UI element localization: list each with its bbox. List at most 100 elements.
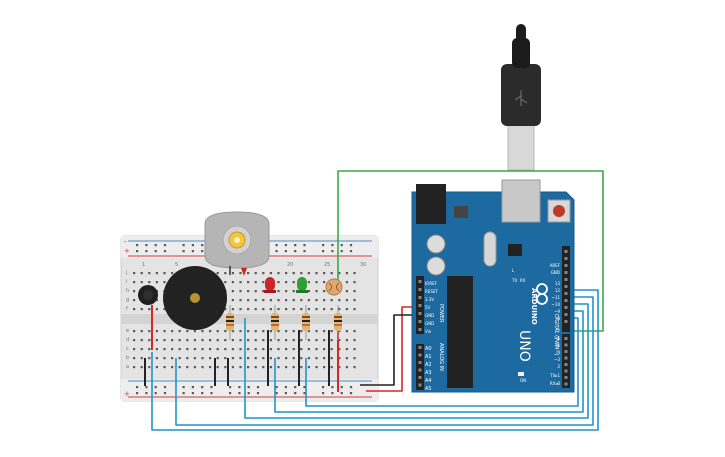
breadboard-hole xyxy=(292,366,295,369)
header-pin[interactable] xyxy=(564,343,568,347)
breadboard-hole xyxy=(148,357,151,360)
reset-button-cap[interactable] xyxy=(553,205,565,217)
header-pin[interactable] xyxy=(418,296,422,299)
pin-label: ~11 xyxy=(552,295,561,300)
header-pin[interactable] xyxy=(564,382,568,386)
breadboard-hole xyxy=(163,272,166,275)
breadboard-hole xyxy=(285,290,288,293)
breadboard-hole xyxy=(269,308,272,311)
header-pin[interactable] xyxy=(564,257,568,260)
header-pin[interactable] xyxy=(418,346,422,349)
header-pin[interactable] xyxy=(564,299,568,302)
header-pin[interactable] xyxy=(564,313,568,316)
breadboard-hole xyxy=(353,348,356,351)
buzzer-center xyxy=(190,293,200,303)
breadboard-hole xyxy=(163,339,166,342)
header-pin[interactable] xyxy=(564,337,568,340)
rail-hole xyxy=(163,244,167,247)
breadboard-hole xyxy=(193,339,196,342)
breadboard-hole xyxy=(247,272,250,275)
breadboard-hole xyxy=(269,357,272,360)
breadboard-hole xyxy=(353,272,356,275)
breadboard-hole xyxy=(155,281,158,284)
breadboard-hole xyxy=(307,339,310,342)
header-pin[interactable] xyxy=(418,288,422,291)
header-pin[interactable] xyxy=(564,292,568,295)
breadboard-hole xyxy=(224,339,227,342)
header-pin[interactable] xyxy=(418,361,422,364)
pin-label: 7 xyxy=(557,329,560,334)
header-pin[interactable] xyxy=(564,320,568,323)
breadboard-hole xyxy=(231,348,234,351)
rail-hole xyxy=(294,386,297,389)
breadboard-hole xyxy=(201,357,204,360)
breadboard-hole xyxy=(277,290,280,293)
breadboard-hole xyxy=(239,366,242,369)
rail-hole xyxy=(145,386,148,389)
header-pin[interactable] xyxy=(418,280,422,283)
rail-hole xyxy=(154,386,157,389)
header-pin[interactable] xyxy=(418,353,422,357)
breadboard-hole xyxy=(155,339,158,342)
breadboard-hole xyxy=(186,366,189,369)
rail-hole xyxy=(191,250,194,253)
breadboard-hole xyxy=(171,272,174,275)
header-pin[interactable] xyxy=(564,271,568,274)
motor-lead-red xyxy=(241,268,247,276)
breadboard-hole xyxy=(155,357,158,360)
header-pin[interactable] xyxy=(564,285,568,288)
header-pin[interactable] xyxy=(564,264,568,267)
breadboard-hole xyxy=(300,330,303,333)
header-pin[interactable] xyxy=(564,356,568,360)
breadboard-hole xyxy=(323,366,326,369)
breadboard-hole xyxy=(262,290,265,293)
breadboard-hole xyxy=(315,299,318,302)
breadboard-hole xyxy=(353,366,356,369)
breadboard-hole xyxy=(285,357,288,360)
rail-hole xyxy=(238,392,241,395)
power-pin-labels: IOREF RESET 3.3V 5V GND GND Vin xyxy=(425,281,438,334)
breadboard-hole xyxy=(148,272,151,275)
pin-label: 8 xyxy=(557,316,560,321)
led-label: RX xyxy=(520,278,526,283)
breadboard-hole xyxy=(140,272,143,275)
digital-header-top xyxy=(562,246,570,332)
row-label: i xyxy=(126,279,127,285)
breadboard-hole xyxy=(254,330,257,333)
header-pin[interactable] xyxy=(418,368,422,372)
breadboard-hole xyxy=(133,357,136,360)
header-pin[interactable] xyxy=(418,320,422,323)
rail-hole xyxy=(331,392,334,395)
header-pin[interactable] xyxy=(418,376,422,379)
pin-label: A3 xyxy=(425,370,432,376)
header-pin[interactable] xyxy=(418,328,422,331)
header-pin[interactable] xyxy=(564,306,568,309)
header-pin[interactable] xyxy=(564,250,568,253)
breadboard-hole xyxy=(300,366,303,369)
breadboard-hole xyxy=(269,366,272,369)
breadboard-hole xyxy=(193,357,196,360)
breadboard-hole xyxy=(231,366,234,369)
header-pin[interactable] xyxy=(564,278,568,281)
analog-header xyxy=(416,344,424,390)
header-pin[interactable] xyxy=(418,304,422,307)
breadboard-hole xyxy=(323,281,326,284)
breadboard-hole xyxy=(163,357,166,360)
usb-chip xyxy=(508,244,522,256)
bottom-power-rail xyxy=(121,379,378,401)
header-pin[interactable] xyxy=(564,376,568,379)
pin-label: GND xyxy=(425,321,434,326)
analog-pin-labels: A0 A1 A2 A3 A4 A5 xyxy=(425,346,432,392)
rail-hole xyxy=(303,392,306,395)
header-pin[interactable] xyxy=(418,312,422,315)
header-pin[interactable] xyxy=(564,363,568,366)
rail-hole xyxy=(229,392,232,395)
breadboard-hole xyxy=(269,348,272,351)
header-pin[interactable] xyxy=(418,383,422,387)
pin-label: A2 xyxy=(425,362,432,368)
breadboard-hole xyxy=(148,339,151,342)
header-pin[interactable] xyxy=(564,350,568,353)
rail-hole xyxy=(284,392,287,395)
usb-cable-shield xyxy=(507,117,535,171)
header-pin[interactable] xyxy=(564,369,568,373)
